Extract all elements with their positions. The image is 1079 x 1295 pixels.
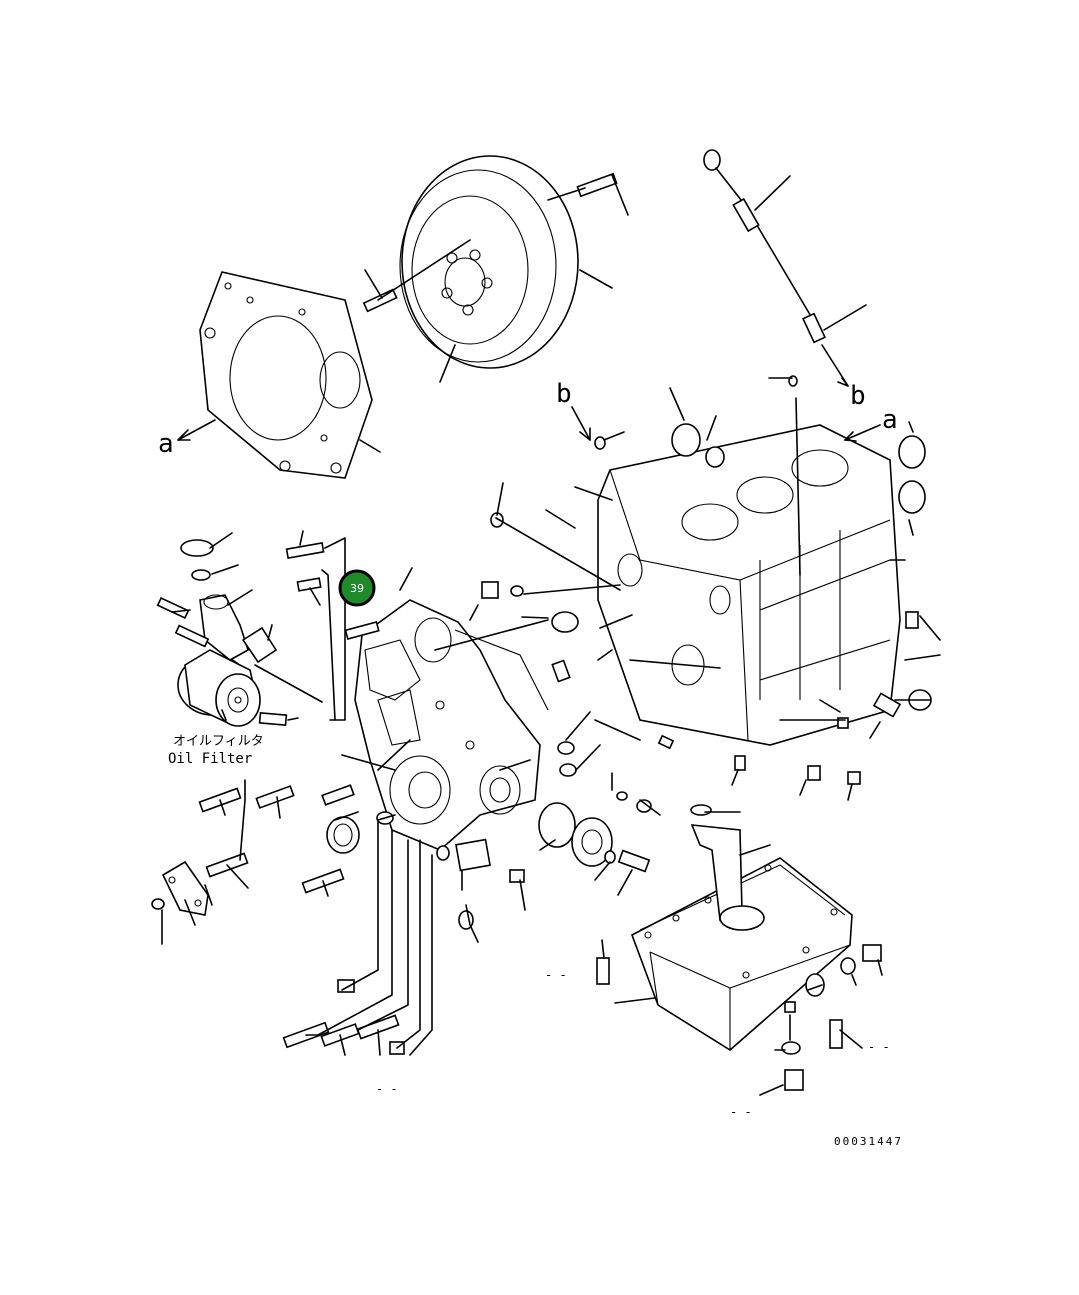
dash-mark-1: - - (545, 968, 567, 982)
callout-badge-number[interactable]: 39 (350, 582, 364, 595)
dash-mark-3: - - (730, 1105, 752, 1119)
oil-strainer (690, 804, 771, 931)
callout-39[interactable]: 39 (338, 569, 376, 607)
ref-letter-a-left: a (158, 429, 174, 459)
callout-badge-circle[interactable] (338, 569, 376, 607)
drawing-number: 00031447 (834, 1135, 903, 1148)
flywheel-bolt (576, 172, 629, 216)
gear-case (354, 599, 549, 851)
oil-filter-label-en: Oil Filter (168, 751, 252, 767)
flywheel-housing-plate (199, 271, 373, 479)
ref-letter-a-right: a (882, 405, 898, 435)
bolt-leaders (219, 530, 661, 1056)
flywheel (399, 155, 579, 369)
ref-letter-b-left: b (556, 379, 572, 409)
dipstick (703, 149, 867, 387)
oil-filter-head (156, 539, 288, 726)
reference-arrows (177, 406, 881, 442)
dash-mark-4: - - (868, 1040, 890, 1054)
dash-mark-2: - - (376, 1082, 398, 1096)
oil-pan-parts (596, 939, 883, 1096)
cylinder-block (597, 424, 901, 746)
cover-plate (151, 860, 213, 945)
ref-letter-b-right: b (850, 381, 866, 411)
block-leaders (495, 377, 941, 801)
oil-filter (177, 649, 261, 727)
oil-filter-leaders (171, 532, 323, 721)
housing-bolt (362, 239, 471, 313)
oil-pan (631, 857, 853, 1051)
oil-filter-label-jp: オイルフィルタ (173, 734, 264, 749)
